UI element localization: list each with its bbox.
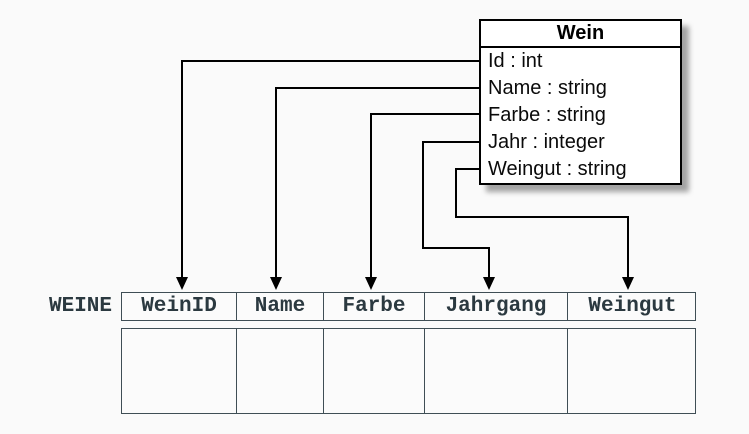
table-header-row: WeinID Name Farbe Jahrgang Weingut	[121, 292, 696, 321]
connector-farbe-to-farbe	[370, 113, 480, 278]
uml-class-wein: Wein Id : int Name : string Farbe : stri…	[479, 19, 682, 185]
connector-weingut-to-weingut	[455, 168, 629, 278]
table-empty-cell-jahrgang	[425, 329, 568, 413]
class-attribute-weingut: Weingut : string	[488, 158, 627, 180]
table-empty-cell-name	[237, 329, 324, 413]
table-name-label: WEINE	[48, 295, 112, 318]
arrowhead-weingut	[622, 277, 634, 290]
table-empty-cell-weingut	[568, 329, 697, 413]
arrowhead-name	[270, 277, 282, 290]
connector-name-to-name	[275, 87, 480, 278]
class-attribute-farbe: Farbe : string	[488, 104, 606, 126]
column-header-name: Name	[237, 293, 324, 320]
table-empty-cell-weinid	[122, 329, 237, 413]
class-attribute-id: Id : int	[488, 50, 543, 72]
arrowhead-weinid	[176, 277, 188, 290]
arrowhead-jahrgang	[483, 277, 495, 290]
connector-id-to-weinid	[181, 60, 480, 278]
arrowhead-farbe	[365, 277, 377, 290]
column-header-farbe: Farbe	[324, 293, 425, 320]
class-attribute-list: Id : int Name : string Farbe : string Ja…	[481, 48, 680, 183]
table-empty-cell-farbe	[324, 329, 425, 413]
class-attribute-name: Name : string	[488, 77, 607, 99]
table-body-row	[121, 328, 696, 414]
column-header-weingut: Weingut	[588, 295, 677, 318]
column-header-weinid: WeinID	[122, 293, 237, 320]
class-title: Wein	[481, 21, 680, 48]
column-header-jahrgang: Jahrgang	[425, 293, 568, 320]
class-attribute-jahr: Jahr : integer	[488, 131, 605, 153]
